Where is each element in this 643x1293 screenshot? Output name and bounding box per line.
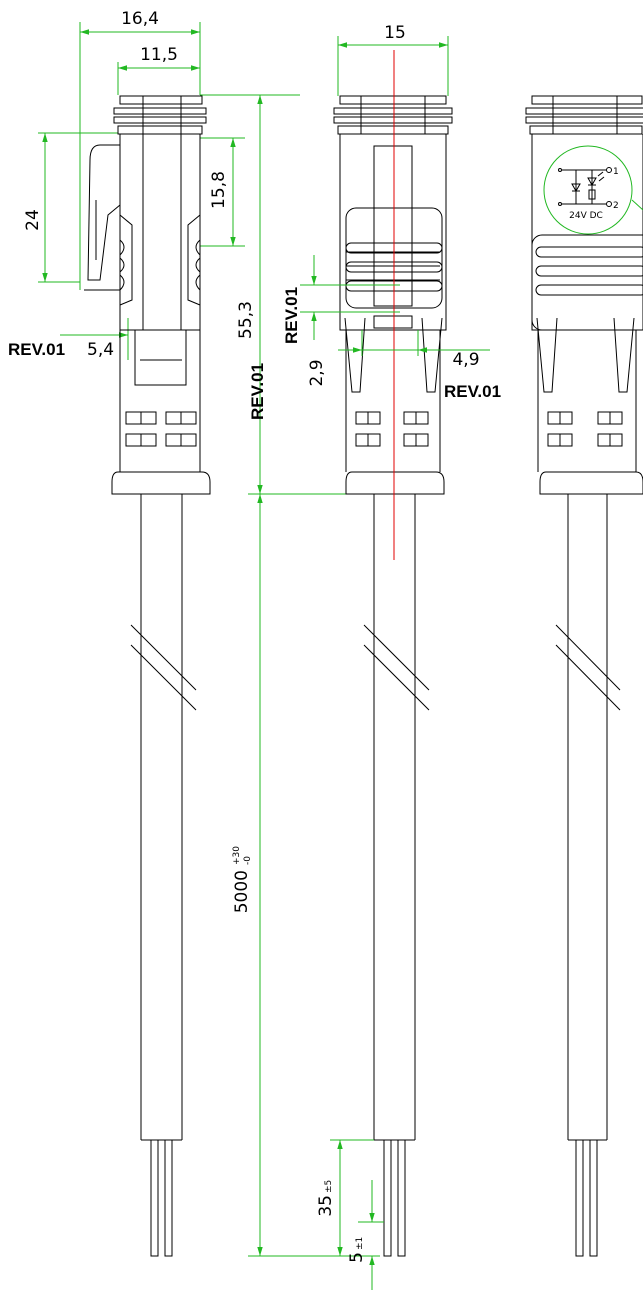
- schematic-voltage: 24V DC: [569, 211, 603, 221]
- dim-5-tol: ±1: [355, 1237, 365, 1250]
- rev-label-front-vertical: REV.01: [282, 287, 301, 344]
- dim-5000-tol-plus: +30: [232, 846, 242, 865]
- length-dimensions: REV.01 55,3 5000 +30 -0: [200, 94, 380, 1257]
- dim-5000-tol-minus: -0: [243, 856, 253, 865]
- dim-15: 15: [384, 23, 406, 43]
- rear-view: 1 2 24V DC: [525, 95, 643, 1257]
- dim-35-tol: ±5: [324, 1180, 334, 1193]
- rev-label-front-right: REV.01: [444, 382, 501, 401]
- circuit-schematic: 1 2 24V DC: [543, 145, 643, 235]
- dim-5: 5: [347, 1252, 367, 1263]
- side-view: 16,4 11,5 24 15,8 REV.01 5,4: [8, 9, 245, 1257]
- front-view: 15: [282, 23, 501, 1290]
- dim-11-5: 11,5: [140, 45, 178, 65]
- dim-4-9: 4,9: [452, 350, 479, 370]
- dim-5000: 5000: [232, 870, 252, 913]
- rev-label-vertical: REV.01: [248, 363, 267, 420]
- dim-35: 35: [316, 1195, 336, 1217]
- schematic-pin-1: 1: [613, 167, 619, 177]
- rev-label-left: REV.01: [8, 340, 65, 359]
- dim-2-9: 2,9: [307, 359, 327, 386]
- schematic-pin-2: 2: [613, 201, 619, 211]
- dim-5-4: 5,4: [87, 340, 114, 360]
- dim-16-4: 16,4: [121, 9, 159, 29]
- dim-24: 24: [23, 209, 43, 231]
- dim-15-8: 15,8: [209, 171, 229, 209]
- dim-55-3: 55,3: [236, 301, 256, 339]
